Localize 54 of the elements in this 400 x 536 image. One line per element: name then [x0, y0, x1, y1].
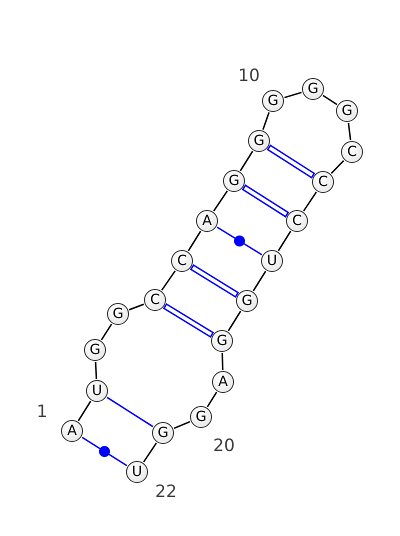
nucleotide-circle: G — [211, 330, 233, 352]
nucleotide-circle: G — [262, 90, 284, 112]
nucleotide-circle: G — [236, 290, 258, 312]
nucleotide-circle: A — [61, 420, 83, 442]
position-number: 10 — [238, 66, 260, 86]
nucleotide-circle: U — [126, 461, 148, 483]
nucleotide-circle: G — [248, 130, 270, 152]
backbone-line — [161, 270, 176, 291]
position-number: 20 — [213, 436, 235, 456]
backbone-line — [128, 304, 144, 310]
backbone-line — [188, 230, 202, 252]
backbone-line — [228, 310, 242, 332]
nucleotide-circle: G — [336, 100, 358, 122]
nucleotide-circle: G — [190, 406, 212, 428]
base-pair-line — [162, 303, 214, 338]
backbone-line — [322, 94, 338, 106]
nucleotide-circle: C — [286, 210, 308, 232]
nucleotide-circle: A — [196, 210, 218, 232]
nucleotide-circle: G — [107, 303, 129, 325]
base-pair-line — [216, 226, 262, 256]
position-number: 1 — [36, 402, 48, 422]
backbone-line — [213, 190, 228, 212]
nucleotide-circle: G — [302, 78, 324, 100]
backbone-line — [278, 230, 292, 252]
backbone-line — [100, 324, 112, 340]
nucleotide-circle: G — [223, 170, 245, 192]
backbone-line — [143, 442, 157, 462]
nucleotide-circle: G — [152, 422, 174, 444]
nucleotide-circle: C — [312, 171, 334, 193]
nucleotide-circle: C — [341, 141, 363, 163]
nucleotide-circle: U — [261, 250, 283, 272]
base-pair-line — [266, 144, 316, 179]
backbone-line — [262, 112, 270, 130]
backbone-line — [94, 362, 98, 380]
nucleotide-circle: G — [84, 339, 106, 361]
backbone-line — [222, 352, 224, 370]
nucleotide-circle: A — [212, 371, 234, 393]
backbone-line — [348, 122, 352, 140]
nucleotide-circle: C — [144, 289, 166, 311]
backbone-line — [303, 192, 317, 212]
base-pair-line — [106, 396, 154, 428]
base-pair-line — [82, 436, 128, 466]
nucleotide-circle: C — [171, 250, 193, 272]
base-pair-line — [190, 264, 240, 298]
backbone-line — [330, 160, 344, 174]
backbone-line — [78, 400, 92, 422]
nucleotide-circle: U — [86, 380, 108, 402]
backbone-line — [240, 150, 254, 172]
position-number: 22 — [155, 482, 177, 502]
backbone-line — [284, 92, 302, 98]
backbone-line — [206, 392, 218, 408]
backbone-line — [174, 420, 190, 430]
base-pair-line — [242, 184, 290, 218]
backbone-line — [252, 270, 266, 292]
